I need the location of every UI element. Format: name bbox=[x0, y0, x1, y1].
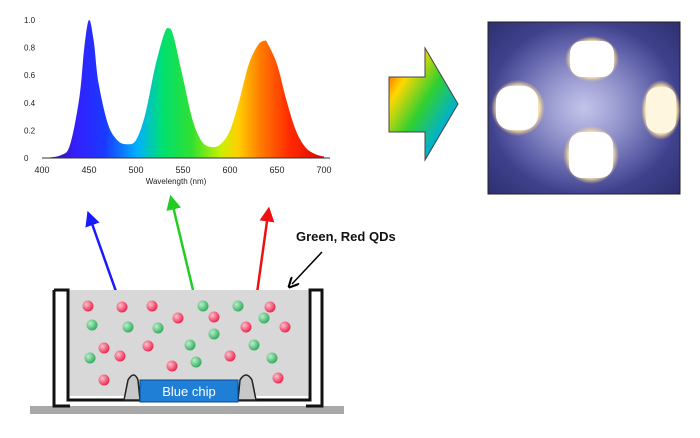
green-emission-arrow bbox=[166, 194, 195, 291]
x-tick-label: 550 bbox=[175, 165, 190, 175]
qd-red bbox=[240, 321, 252, 333]
y-tick-label: 0.6 bbox=[24, 71, 36, 80]
qd-label: Green, Red QDs bbox=[296, 229, 396, 244]
blue-chip bbox=[139, 379, 239, 403]
quantum-dots bbox=[82, 300, 291, 386]
qd-green bbox=[122, 321, 134, 333]
qd-red bbox=[142, 340, 154, 352]
wire-bond-right bbox=[237, 374, 257, 401]
qd-green bbox=[208, 328, 220, 340]
qd-pointer-arrow bbox=[292, 251, 323, 284]
qd-green bbox=[190, 356, 202, 368]
qd-red bbox=[224, 350, 236, 362]
x-tick-label: 500 bbox=[128, 165, 143, 175]
qd-red bbox=[146, 300, 158, 312]
blue-chip-label: Blue chip bbox=[162, 384, 215, 399]
spectrum-area bbox=[42, 19, 324, 158]
y-tick-label: 0 bbox=[24, 154, 29, 163]
led-photo bbox=[487, 21, 681, 195]
qd-green bbox=[258, 312, 270, 324]
x-tick-labels: 400 450 500 550 600 650 700 bbox=[34, 165, 331, 175]
led-package: Blue chip bbox=[30, 288, 344, 414]
qd-red bbox=[98, 342, 110, 354]
y-tick-label: 1.0 bbox=[24, 16, 36, 25]
qd-red bbox=[166, 360, 178, 372]
qd-red bbox=[82, 300, 94, 312]
qd-green bbox=[152, 322, 164, 334]
qd-green bbox=[86, 319, 98, 331]
y-tick-label: 0.8 bbox=[24, 44, 36, 53]
x-tick-label: 650 bbox=[269, 165, 284, 175]
qd-red bbox=[172, 312, 184, 324]
right-arrow-icon bbox=[388, 46, 459, 162]
qd-green bbox=[248, 339, 260, 351]
qd-red bbox=[116, 301, 128, 313]
x-tick-label: 450 bbox=[81, 165, 96, 175]
emission-spectrum-chart: 400 450 500 550 600 650 700 0 0.2 0.4 0.6 0.8 1.0 W… bbox=[24, 16, 332, 186]
qd-green bbox=[84, 352, 96, 364]
x-axis-label: Wavelength (nm) bbox=[146, 177, 207, 186]
qd-green bbox=[232, 300, 244, 312]
y-tick-labels: 0 0.2 0.4 0.6 0.8 1.0 bbox=[24, 16, 36, 163]
x-tick-label: 400 bbox=[34, 165, 49, 175]
qd-red bbox=[98, 374, 110, 386]
qd-red bbox=[264, 301, 276, 313]
qd-green bbox=[197, 300, 209, 312]
cup-walls bbox=[52, 288, 324, 408]
x-tick-label: 700 bbox=[316, 165, 331, 175]
y-tick-label: 0.4 bbox=[24, 99, 36, 108]
wire-bond-left bbox=[123, 374, 141, 401]
qd-green bbox=[184, 339, 196, 351]
lead-frame bbox=[30, 406, 344, 414]
y-tick-label: 0.2 bbox=[24, 126, 36, 135]
qd-red bbox=[272, 372, 284, 384]
qd-green bbox=[266, 352, 278, 364]
qd-red bbox=[208, 311, 220, 323]
qd-red bbox=[114, 350, 126, 362]
qd-red bbox=[279, 321, 291, 333]
x-tick-label: 600 bbox=[222, 165, 237, 175]
